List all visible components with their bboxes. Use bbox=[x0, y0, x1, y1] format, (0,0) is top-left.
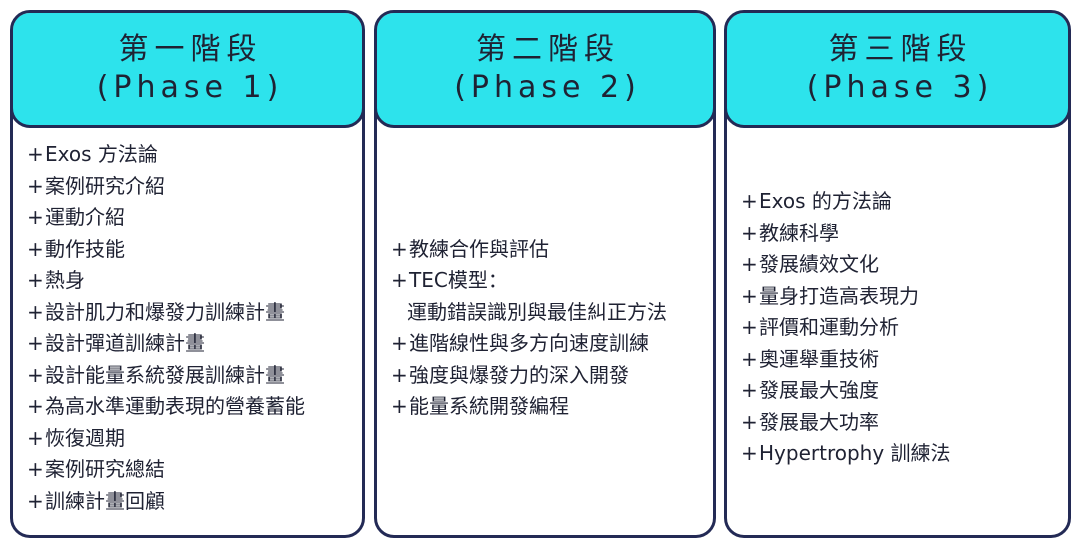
list-item: +Exos 方法論 bbox=[27, 139, 354, 171]
list-item: +動作技能 bbox=[27, 234, 354, 266]
list-item: +發展最大強度 bbox=[741, 375, 1060, 407]
list-item-label: 評價和運動分析 bbox=[759, 315, 899, 340]
plus-icon: + bbox=[391, 394, 408, 418]
phase-3-title: 第三階段 bbox=[828, 32, 973, 67]
list-item: +能量系統開發編程 bbox=[391, 391, 705, 423]
list-item-label: 發展最大強度 bbox=[759, 378, 879, 403]
list-item-label: 能量系統開發編程 bbox=[409, 394, 569, 418]
list-item-continuation: 運動錯誤識別與最佳糾正方法 bbox=[407, 299, 667, 324]
list-item-label: 教練合作與評估 bbox=[409, 236, 549, 261]
list-item: +Hypertrophy 訓練法 bbox=[741, 438, 1060, 470]
list-item: +恢復週期 bbox=[27, 423, 354, 455]
phase-3-list: +Exos 的方法論 +教練科學 +發展績效文化 +量身打造高表現力 +評價和運… bbox=[741, 131, 1060, 525]
plus-icon: + bbox=[741, 220, 758, 245]
plus-icon: + bbox=[741, 315, 758, 340]
plus-icon: + bbox=[391, 268, 408, 292]
phase-1-title: 第一階段 bbox=[118, 32, 263, 67]
plus-icon: + bbox=[27, 299, 44, 324]
list-item: +設計彈道訓練計畫 bbox=[27, 328, 354, 360]
list-item: +案例研究介紹 bbox=[27, 171, 354, 203]
plus-icon: + bbox=[741, 378, 758, 403]
plus-icon: + bbox=[27, 268, 44, 292]
list-item-label: 熱身 bbox=[45, 268, 85, 292]
plus-icon: + bbox=[27, 173, 44, 198]
phase-2-card: 第二階段 (Phase 2) +教練合作與評估 +TEC模型： 運動錯誤識別與最… bbox=[374, 10, 716, 538]
plus-icon: + bbox=[391, 236, 408, 261]
list-item-label: 運動介紹 bbox=[45, 205, 125, 229]
list-item-label: 訓練計畫回顧 bbox=[45, 488, 165, 513]
list-item-label: 恢復週期 bbox=[45, 425, 125, 450]
plus-icon: + bbox=[741, 441, 758, 466]
list-item: +熱身 bbox=[27, 265, 354, 297]
list-item: +為高水準運動表現的營養蓄能 bbox=[27, 391, 354, 423]
list-item: +量身打造高表現力 bbox=[741, 281, 1060, 313]
plus-icon: + bbox=[741, 346, 758, 371]
list-item-label: Exos 方法論 bbox=[45, 142, 158, 166]
list-item: +奧運舉重技術 bbox=[741, 344, 1060, 376]
list-item: +設計能量系統發展訓練計畫 bbox=[27, 360, 354, 392]
list-item: +訓練計畫回顧 bbox=[27, 486, 354, 518]
phase-2-list: +教練合作與評估 +TEC模型： 運動錯誤識別與最佳糾正方法 +進階線性與多方向… bbox=[391, 131, 705, 525]
list-item-label: 案例研究介紹 bbox=[45, 173, 165, 198]
list-item: +進階線性與多方向速度訓練 bbox=[391, 328, 705, 360]
list-item: +發展績效文化 bbox=[741, 249, 1060, 281]
list-item: +TEC模型： bbox=[391, 265, 705, 297]
plus-icon: + bbox=[741, 189, 758, 214]
list-item-label: 量身打造高表現力 bbox=[759, 283, 919, 308]
list-item-label: 為高水準運動表現的營養蓄能 bbox=[45, 394, 305, 418]
list-item-label: 設計肌力和爆發力訓練計畫 bbox=[45, 299, 285, 324]
list-item-label: 發展最大功率 bbox=[759, 409, 879, 434]
list-item-label: 案例研究總結 bbox=[45, 457, 165, 481]
list-item-label: TEC模型： bbox=[409, 268, 508, 292]
list-item: +案例研究總結 bbox=[27, 454, 354, 486]
plus-icon: + bbox=[27, 331, 44, 355]
list-item-label: 動作技能 bbox=[45, 236, 125, 261]
list-item: +設計肌力和爆發力訓練計畫 bbox=[27, 297, 354, 329]
plus-icon: + bbox=[741, 409, 758, 434]
list-item: +運動介紹 bbox=[27, 202, 354, 234]
phase-3-header: 第三階段 (Phase 3) bbox=[727, 13, 1068, 128]
list-item: +發展最大功率 bbox=[741, 407, 1060, 439]
plus-icon: + bbox=[391, 331, 408, 355]
plus-icon: + bbox=[27, 488, 44, 513]
plus-icon: + bbox=[27, 142, 44, 166]
list-item: +評價和運動分析 bbox=[741, 312, 1060, 344]
list-item-label: 進階線性與多方向速度訓練 bbox=[409, 331, 649, 355]
plus-icon: + bbox=[391, 362, 408, 387]
list-item-label: 設計能量系統發展訓練計畫 bbox=[45, 362, 285, 387]
list-item: +Exos 的方法論 bbox=[741, 186, 1060, 218]
plus-icon: + bbox=[27, 394, 44, 418]
list-item-label: 強度與爆發力的深入開發 bbox=[409, 362, 629, 387]
phase-1-list: +Exos 方法論 +案例研究介紹 +運動介紹 +動作技能 +熱身 +設計肌力和… bbox=[27, 131, 354, 525]
phase-3-subtitle: (Phase 3) bbox=[806, 70, 994, 105]
list-item-label: 設計彈道訓練計畫 bbox=[45, 331, 205, 355]
list-item-label: 教練科學 bbox=[759, 220, 839, 245]
list-item-label: 發展績效文化 bbox=[759, 252, 879, 277]
plus-icon: + bbox=[741, 252, 758, 277]
phase-3-card: 第三階段 (Phase 3) +Exos 的方法論 +教練科學 +發展績效文化 … bbox=[724, 10, 1071, 538]
list-item: +強度與爆發力的深入開發 bbox=[391, 360, 705, 392]
plus-icon: + bbox=[27, 236, 44, 261]
plus-icon: + bbox=[27, 425, 44, 450]
phase-1-subtitle: (Phase 1) bbox=[96, 70, 284, 105]
phase-2-title: 第二階段 bbox=[476, 32, 620, 67]
list-item: +教練合作與評估 bbox=[391, 234, 705, 266]
plus-icon: + bbox=[741, 283, 758, 308]
list-item: +教練科學 bbox=[741, 218, 1060, 250]
list-item-label: 奧運舉重技術 bbox=[759, 346, 879, 371]
phase-1-header: 第一階段 (Phase 1) bbox=[13, 13, 362, 128]
plus-icon: + bbox=[27, 205, 44, 229]
plus-icon: + bbox=[27, 457, 44, 481]
list-item-label: Hypertrophy 訓練法 bbox=[759, 441, 951, 466]
phase-2-header: 第二階段 (Phase 2) bbox=[377, 13, 713, 128]
plus-icon: + bbox=[27, 362, 44, 387]
list-item-label: Exos 的方法論 bbox=[759, 189, 892, 214]
phase-1-card: 第一階段 (Phase 1) +Exos 方法論 +案例研究介紹 +運動介紹 +… bbox=[10, 10, 365, 538]
phase-2-subtitle: (Phase 2) bbox=[454, 70, 641, 105]
